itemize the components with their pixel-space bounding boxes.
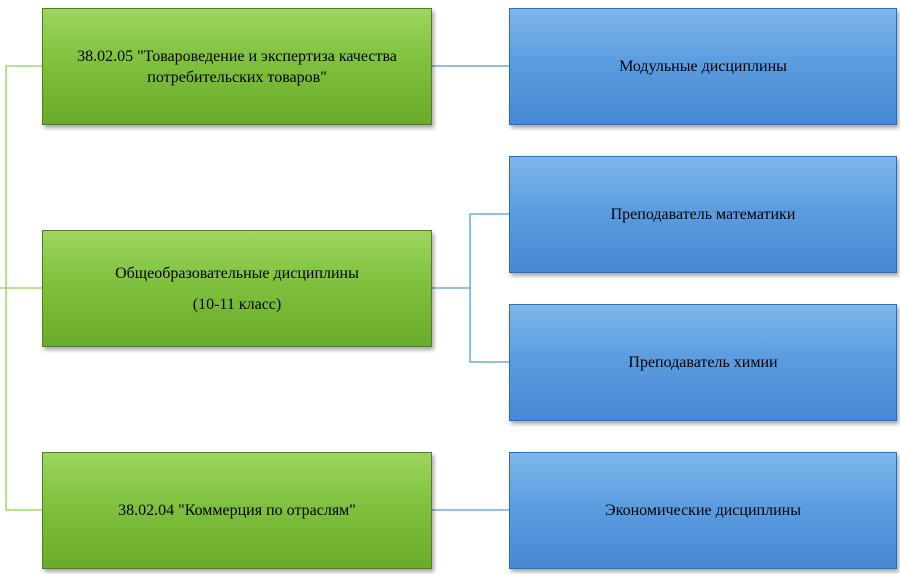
modular-disciplines-box: Модульные дисциплины [509,8,897,125]
general-disciplines-grade: (10-11 класс) [192,295,282,313]
math-teacher-label: Преподаватель математики [610,206,796,223]
general-disciplines-label: Общеобразовательные дисциплины [115,264,359,282]
general-disciplines-box: Общеобразовательные дисциплины (10-11 кл… [42,230,432,347]
program-box-3802-05-label: 38.02.05 "Товароведение и экспертиза кач… [77,47,397,86]
chemistry-teacher-box: Преподаватель химии [509,304,897,421]
program-box-3802-04-label: 38.02.04 "Коммерция по отраслям" [118,502,356,519]
economic-disciplines-box: Экономические дисциплины [509,452,897,569]
math-teacher-box: Преподаватель математики [509,156,897,273]
chemistry-teacher-label: Преподаватель химии [628,354,778,371]
modular-disciplines-label: Модульные дисциплины [619,58,787,75]
economic-disciplines-label: Экономические дисциплины [605,502,801,519]
program-box-3802-04: 38.02.04 "Коммерция по отраслям" [42,452,432,569]
program-box-3802-05: 38.02.05 "Товароведение и экспертиза кач… [42,8,432,125]
connector-middle-fork [469,213,509,363]
